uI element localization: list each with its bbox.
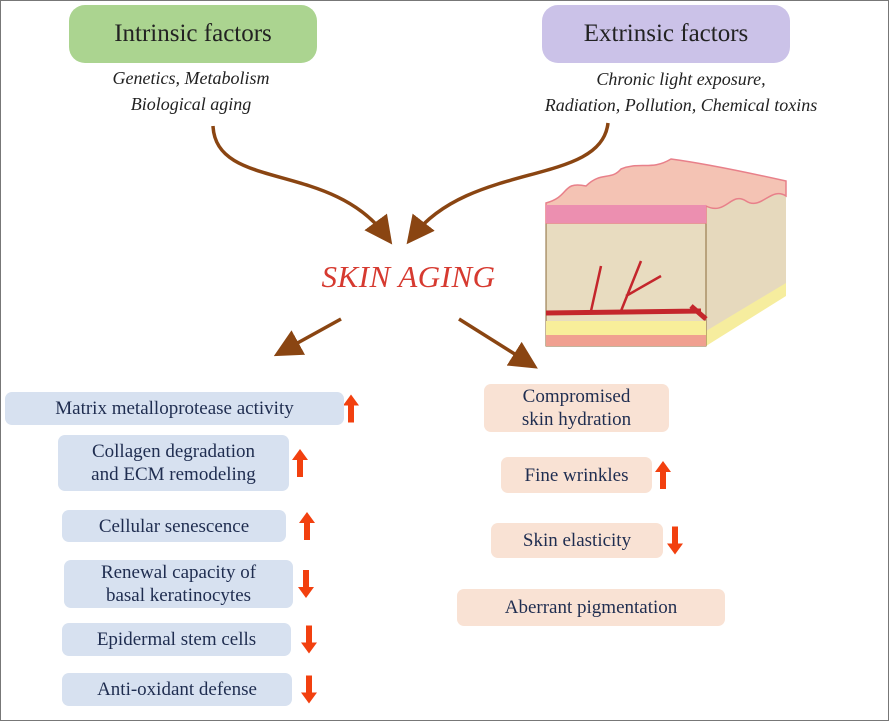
effect-label-line: basal keratinocytes: [105, 585, 252, 606]
intrinsic-factors-header: Intrinsic factors: [69, 5, 317, 63]
left-effect-box: Epidermal stem cells: [62, 623, 291, 656]
effect-label-line: Epidermal stem cells: [96, 629, 257, 650]
extrinsic-arrow: [406, 122, 610, 245]
left-effect-box: Matrix metalloprotease activity: [5, 392, 344, 425]
effect-label-line: Skin elasticity: [522, 530, 632, 551]
decrease-arrow-icon: [667, 526, 683, 555]
effect-label: Epidermal stem cells: [97, 628, 256, 651]
extrinsic-line: Chronic light exposure,: [596, 69, 766, 89]
increase-arrow-icon: [343, 394, 359, 423]
right-effect-box: Skin elasticity: [491, 523, 663, 558]
effect-label-line: Cellular senescence: [98, 515, 250, 537]
intrinsic-arrow: [211, 125, 393, 245]
decrease-arrow-icon: [301, 625, 317, 654]
right-branch-arrow: [458, 317, 538, 369]
left-effect-box: Anti-oxidant defense: [62, 673, 292, 706]
effect-label: Anti-oxidant defense: [97, 678, 257, 701]
effect-label: Skin elasticity: [523, 529, 631, 552]
extrinsic-title: Extrinsic factors: [583, 20, 749, 47]
effect-label: Aberrant pigmentation: [505, 596, 678, 619]
effect-label: Cellular senescence: [99, 515, 249, 538]
effect-label: Fine wrinkles: [525, 464, 629, 487]
effect-label-line: skin hydration: [521, 409, 632, 430]
decrease-arrow-icon: [301, 675, 317, 704]
decrease-arrow-icon: [298, 570, 314, 598]
extrinsic-line: Radiation, Pollution, Chemical toxins: [544, 95, 818, 115]
intrinsic-title: Intrinsic factors: [114, 20, 272, 47]
effect-label-line: and ECM remodeling: [91, 464, 256, 485]
effect-label-line: Fine wrinkles: [524, 464, 629, 486]
left-branch-arrow: [273, 317, 342, 357]
increase-arrow-icon: [292, 449, 308, 477]
increase-arrow-icon: [655, 461, 671, 489]
effect-label: Matrix metalloprotease activity: [55, 397, 293, 420]
right-effect-box: Fine wrinkles: [501, 457, 652, 493]
right-effect-box: Aberrant pigmentation: [457, 589, 725, 626]
effect-label-line: Collagen degradation: [91, 441, 255, 462]
left-effect-box: Cellular senescence: [62, 510, 286, 542]
skin-illustration: [545, 158, 787, 347]
effect-label-line: Renewal capacity of: [100, 562, 257, 583]
extrinsic-examples: Chronic light exposure, Radiation, Pollu…: [491, 66, 871, 118]
effect-label-line: Matrix metalloprotease activity: [55, 398, 294, 419]
effect-label-line: Aberrant pigmentation: [504, 597, 678, 618]
intrinsic-examples: Genetics, Metabolism Biological aging: [61, 65, 321, 117]
increase-arrow-icon: [299, 512, 315, 540]
effect-label-line: Compromised: [522, 386, 631, 407]
skin-aging-title: SKIN AGING: [321, 259, 496, 294]
intrinsic-line: Biological aging: [130, 94, 252, 114]
effect-label-line: Anti-oxidant defense: [97, 679, 257, 700]
extrinsic-factors-header: Extrinsic factors: [542, 5, 790, 63]
intrinsic-line: Genetics, Metabolism: [112, 68, 270, 88]
